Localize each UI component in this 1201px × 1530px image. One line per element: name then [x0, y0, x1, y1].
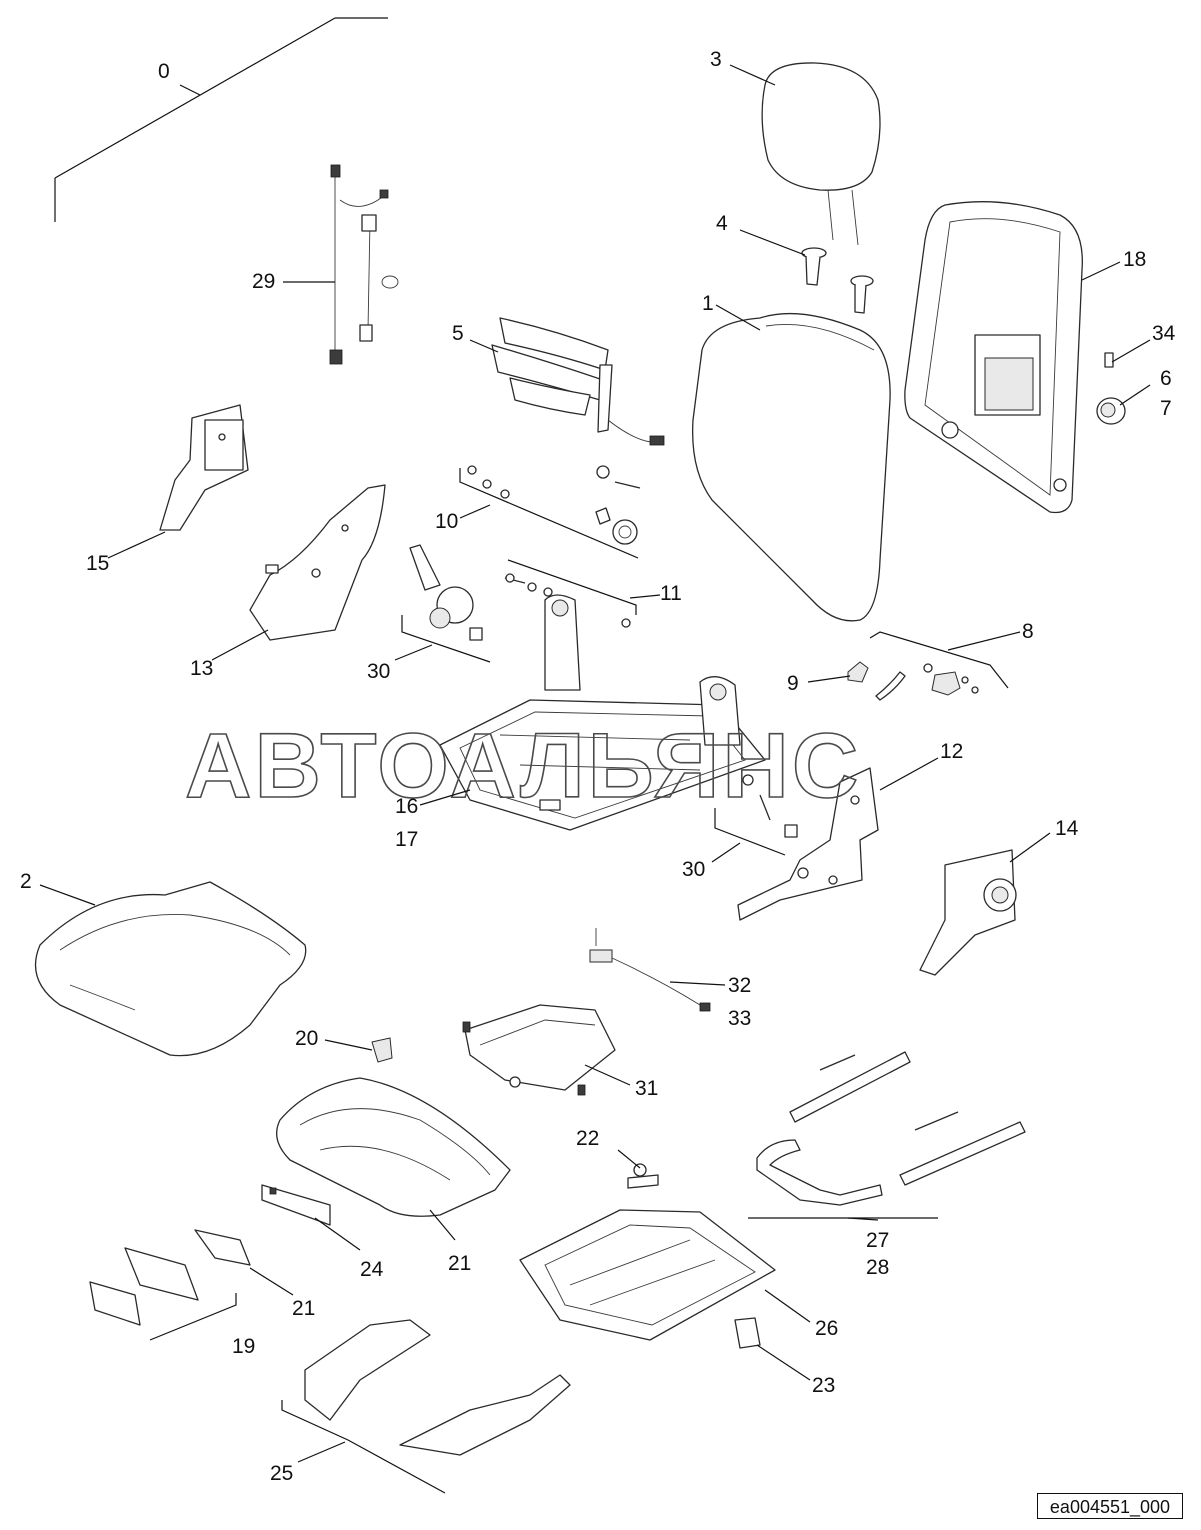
callout-16: 16 — [395, 795, 418, 818]
callout-1: 1 — [702, 292, 714, 315]
callout-21a: 21 — [448, 1252, 471, 1275]
callout-30a: 30 — [367, 660, 390, 683]
callout-25: 25 — [270, 1462, 293, 1485]
callout-26: 26 — [815, 1317, 838, 1340]
part-straps — [491, 317, 665, 446]
part-handle-24 — [261, 1184, 331, 1226]
callout-numbers: 0 3 4 18 29 1 5 34 6 7 10 15 11 8 13 30 … — [20, 48, 1176, 1485]
part-release-8 — [875, 663, 979, 701]
callout-28: 28 — [866, 1256, 889, 1279]
callout-9: 9 — [787, 672, 799, 695]
part-backrest-shell — [904, 201, 1083, 514]
part-backrest-cushion — [692, 312, 891, 622]
callout-18: 18 — [1123, 248, 1146, 271]
callout-29: 29 — [252, 270, 275, 293]
reference-code: ea004551_000 — [1037, 1493, 1183, 1519]
callout-20: 20 — [295, 1027, 318, 1050]
callout-17: 17 — [395, 828, 418, 851]
callout-21b: 21 — [292, 1297, 315, 1320]
part-latch-21 — [194, 1229, 251, 1266]
part-side-trims — [304, 1319, 571, 1456]
part-bracket-22 — [627, 1163, 659, 1189]
callout-6: 6 — [1160, 367, 1172, 390]
callout-31: 31 — [635, 1077, 658, 1100]
part-clip-20 — [371, 1037, 393, 1063]
part-base-plate — [462, 1004, 616, 1096]
part-seat-cushion — [34, 881, 307, 1057]
part-headrest — [761, 62, 881, 246]
part-bracket-15 — [159, 404, 249, 531]
part-recliner-upper — [409, 544, 483, 641]
callout-27: 27 — [866, 1229, 889, 1252]
callout-15: 15 — [86, 552, 109, 575]
callout-22: 22 — [576, 1127, 599, 1150]
part-bracket-14 — [919, 849, 1017, 976]
callout-13: 13 — [190, 657, 213, 680]
part-base-plate-26 — [519, 1209, 776, 1341]
part-wiring-harness — [329, 164, 399, 365]
callout-8: 8 — [1022, 620, 1034, 643]
part-slide-rails — [756, 1051, 1026, 1206]
callout-33: 33 — [728, 1007, 751, 1030]
callout-5: 5 — [452, 322, 464, 345]
part-clip — [1104, 352, 1114, 368]
callout-14: 14 — [1055, 817, 1079, 840]
part-hardware-10 — [467, 465, 641, 545]
callout-7: 7 — [1160, 397, 1172, 420]
callout-23: 23 — [812, 1374, 835, 1397]
callout-3: 3 — [710, 48, 722, 71]
callout-12: 12 — [940, 740, 963, 763]
callout-19: 19 — [232, 1335, 255, 1358]
callout-10: 10 — [435, 510, 458, 533]
watermark: АВТОАЛЬЯНС — [185, 715, 861, 817]
callout-32: 32 — [728, 974, 751, 997]
callout-11: 11 — [660, 582, 682, 605]
callout-4: 4 — [716, 212, 728, 235]
callout-2: 2 — [20, 870, 32, 893]
part-headrest-guides — [801, 247, 874, 314]
callout-24: 24 — [360, 1258, 384, 1281]
part-lever-9 — [847, 661, 869, 683]
callout-34: 34 — [1152, 322, 1176, 345]
callout-0: 0 — [158, 60, 170, 83]
part-side-bracket-12 — [737, 767, 879, 921]
part-clip-23 — [734, 1317, 761, 1349]
part-seat-frame — [439, 594, 766, 831]
part-seat-pan — [276, 1077, 511, 1217]
part-covers-19 — [89, 1247, 199, 1326]
part-recliner-lower — [742, 774, 798, 838]
callout-30b: 30 — [682, 858, 705, 881]
part-hardware-11 — [504, 573, 631, 628]
leader-lines — [39, 17, 1151, 1494]
part-side-plate — [249, 484, 386, 641]
part-cable — [589, 928, 711, 1012]
part-knob — [1096, 397, 1126, 425]
